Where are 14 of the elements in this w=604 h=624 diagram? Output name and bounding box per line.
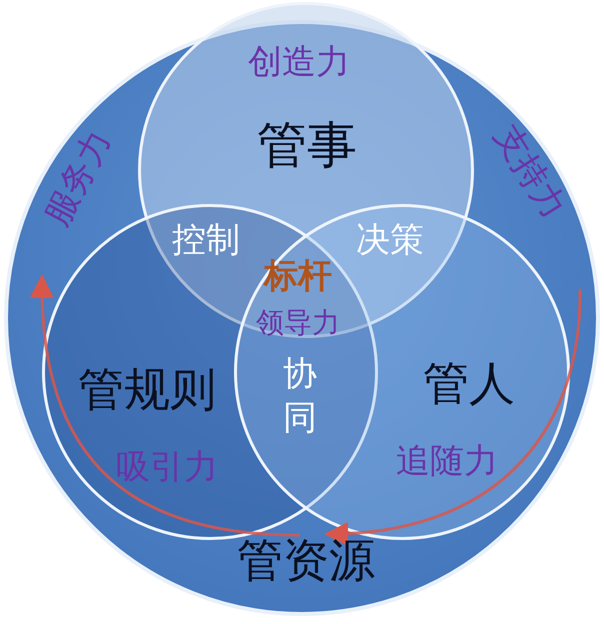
ability-label: 服务力 — [39, 125, 117, 231]
center-label: 标杆 — [264, 259, 332, 293]
ability-label: 支持力 — [488, 120, 572, 224]
circle-title: 管人 — [423, 360, 515, 406]
region-label: 决策 — [356, 223, 424, 257]
ability-label: 吸引力 — [116, 450, 218, 484]
ability-label: 创造力 — [248, 45, 350, 79]
ability-label: 领导力 — [256, 309, 340, 337]
region-label: 控制 — [172, 223, 240, 257]
region-label: 协同 — [283, 352, 317, 440]
circle-title: 管规则 — [78, 366, 216, 412]
resource-title: 管资源 — [237, 537, 375, 583]
ability-label: 追随力 — [396, 444, 498, 478]
circle-title: 管事 — [257, 120, 357, 170]
